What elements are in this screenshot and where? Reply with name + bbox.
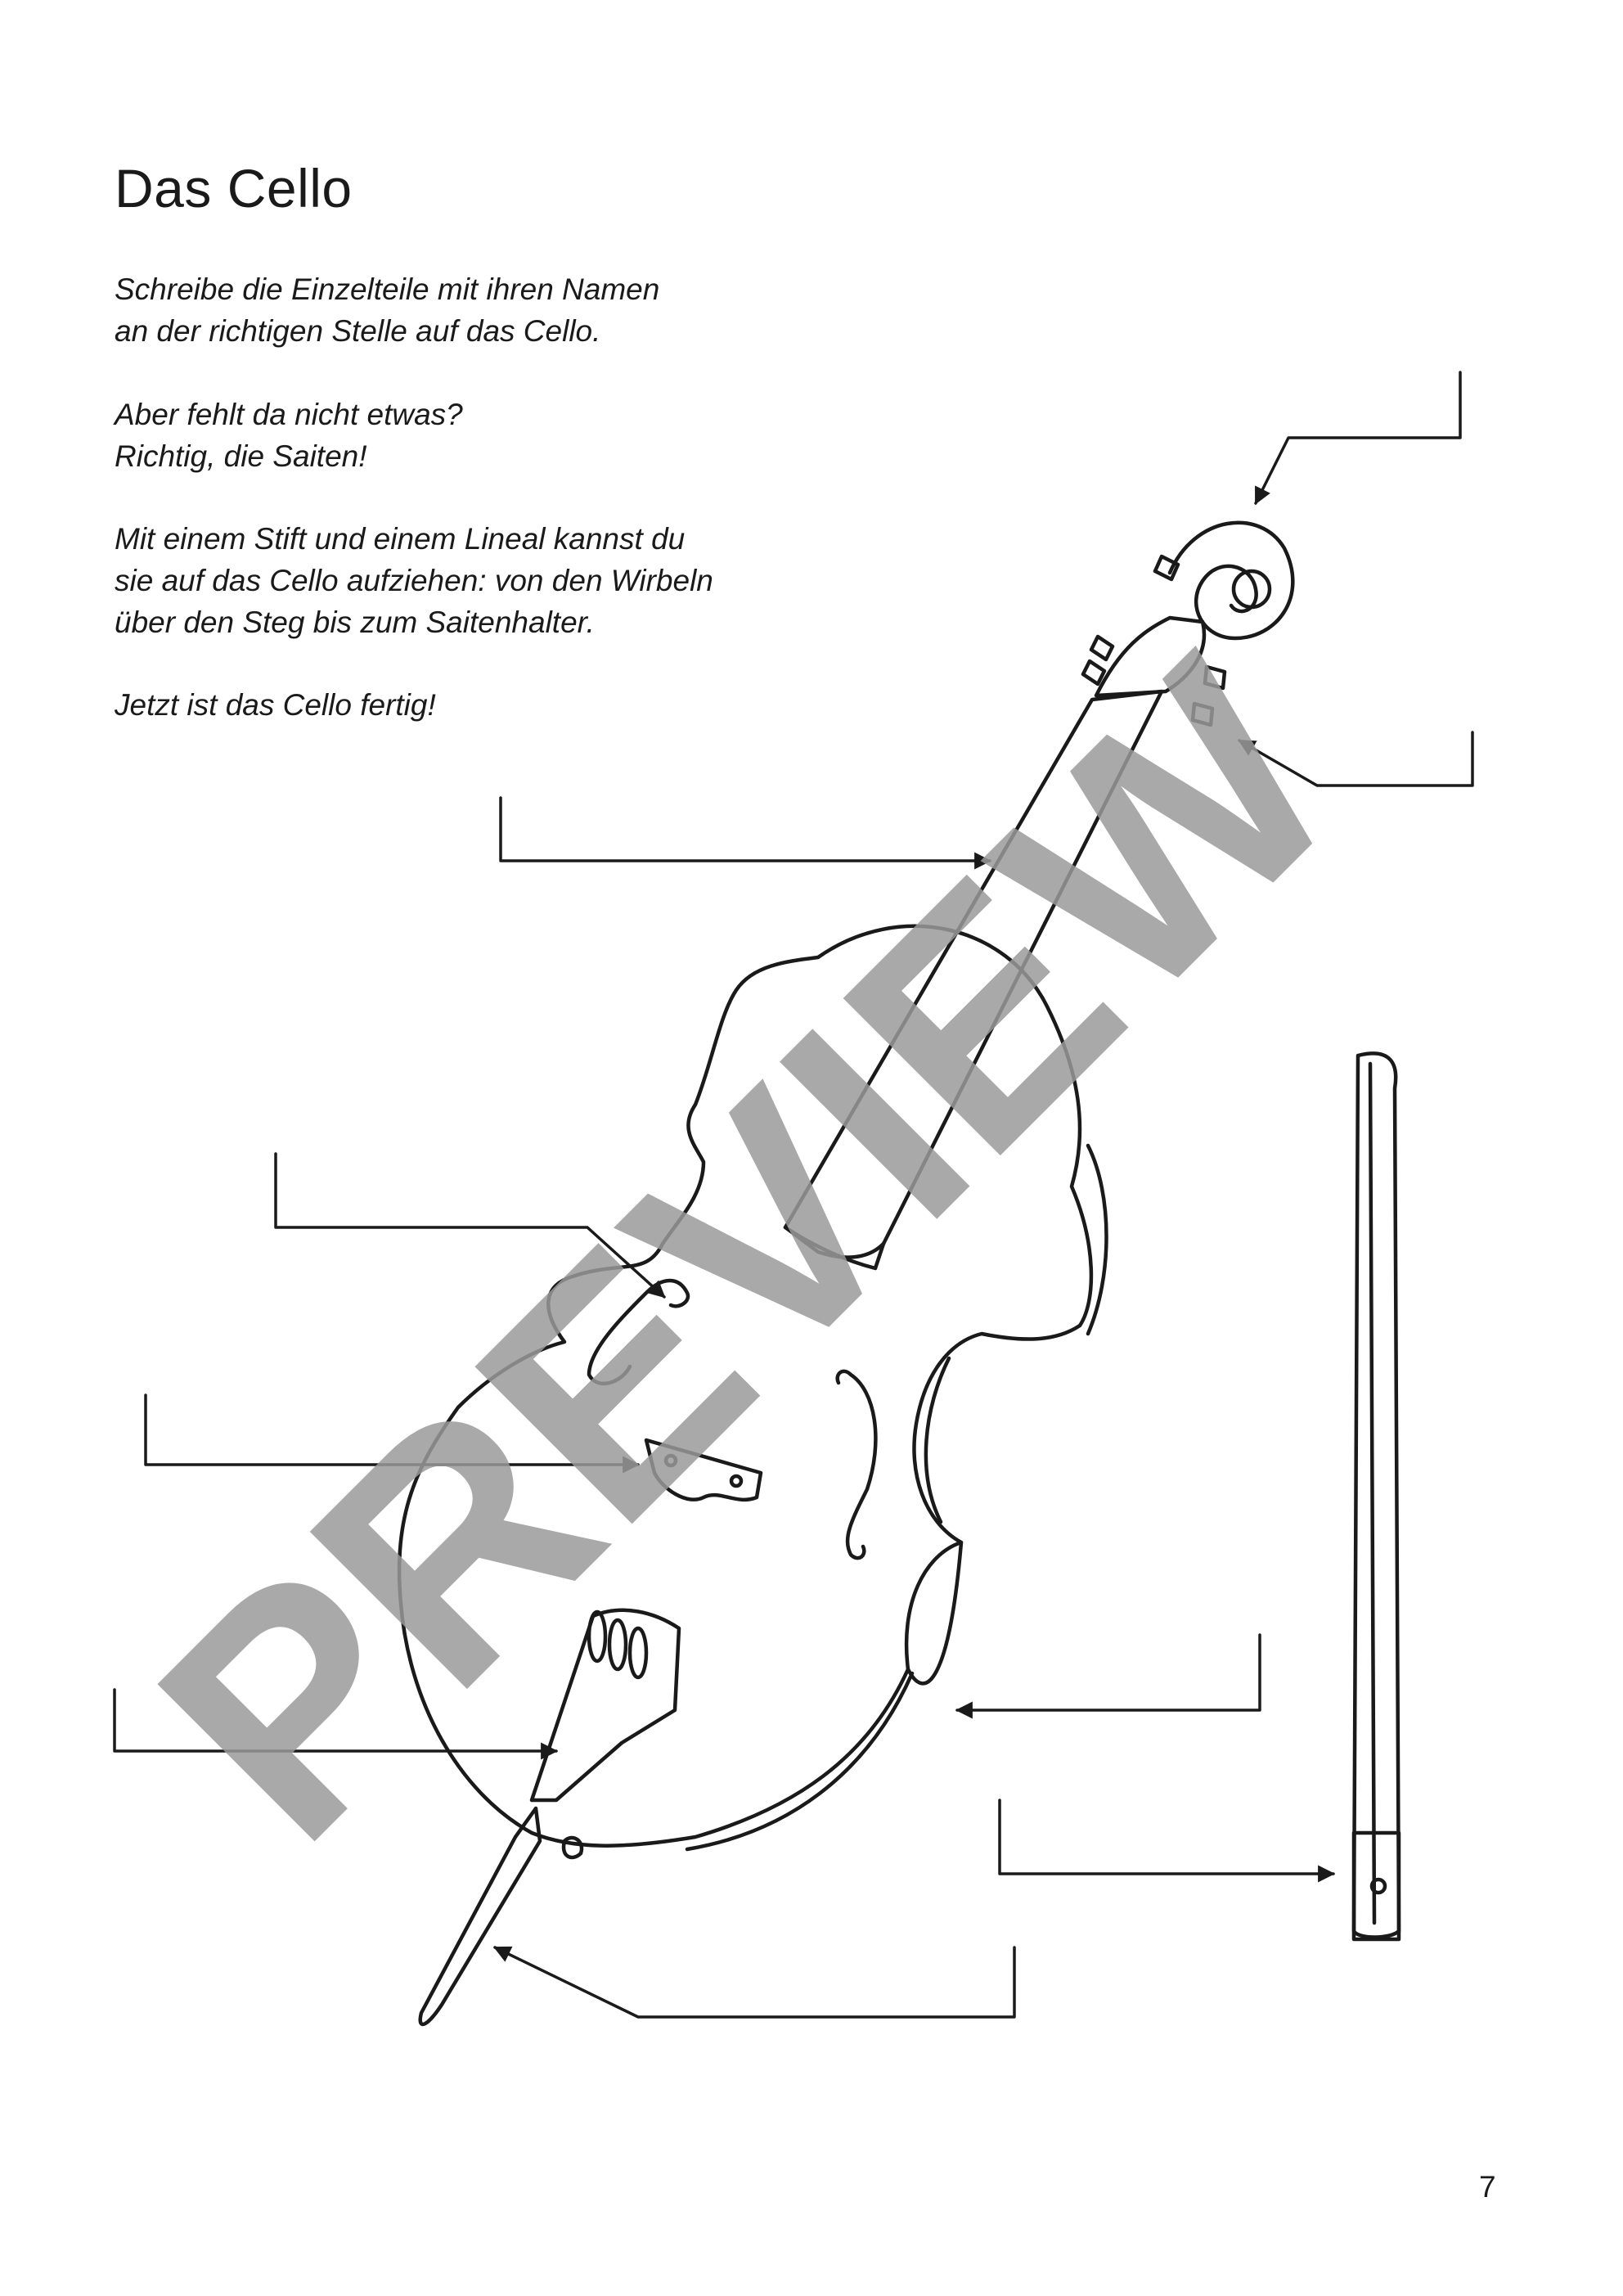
label-line-fingerboard (499, 796, 992, 870)
tuning-peg-5 (1153, 554, 1180, 582)
label-line-tailpiece (113, 1688, 559, 1760)
cello-bridge (644, 1438, 763, 1502)
label-line-rib (955, 1633, 1261, 1719)
tuning-peg-2 (1081, 659, 1107, 687)
preview-watermark: PREVIEW (92, 593, 1404, 1905)
label-line-scroll (1254, 371, 1462, 505)
bow-hair (1368, 1061, 1377, 1925)
tuning-peg-3 (1203, 664, 1227, 691)
page-title: Das Cello (115, 158, 353, 218)
cello-rib-edge (685, 1143, 1108, 1852)
label-line-pegs (1238, 731, 1474, 787)
instruction-3: Mit einem Stift und einem Lineal kannst … (115, 522, 713, 639)
page-number: 7 (1479, 2170, 1496, 2204)
cello-pegbox (1094, 615, 1207, 698)
label-line-fhole (274, 1152, 666, 1299)
instruction-2: Aber fehlt da nicht etwas? Richtig, die … (115, 398, 463, 473)
cello-body-outline (397, 924, 1094, 1848)
cello-scroll (1167, 520, 1295, 641)
label-line-endpin (493, 1946, 1016, 2019)
instruction-4: Jetzt ist das Cello fertig! (115, 688, 436, 722)
cello-endpin (418, 1806, 542, 2027)
bow-frog (1351, 1830, 1401, 1942)
cello-fingerboard-end (783, 1225, 886, 1271)
cello-tailpiece (529, 1608, 681, 1803)
bow-stick (1351, 1051, 1401, 1939)
endpin-knob (561, 1835, 584, 1860)
f-hole-right (835, 1369, 878, 1560)
tuning-peg-1 (1089, 634, 1115, 662)
instruction-1: Schreibe die Einzelteile mit ihren Namen… (115, 272, 660, 348)
label-line-bridge (144, 1393, 641, 1474)
label-line-bow (998, 1799, 1336, 1883)
tuning-peg-4 (1190, 701, 1215, 727)
